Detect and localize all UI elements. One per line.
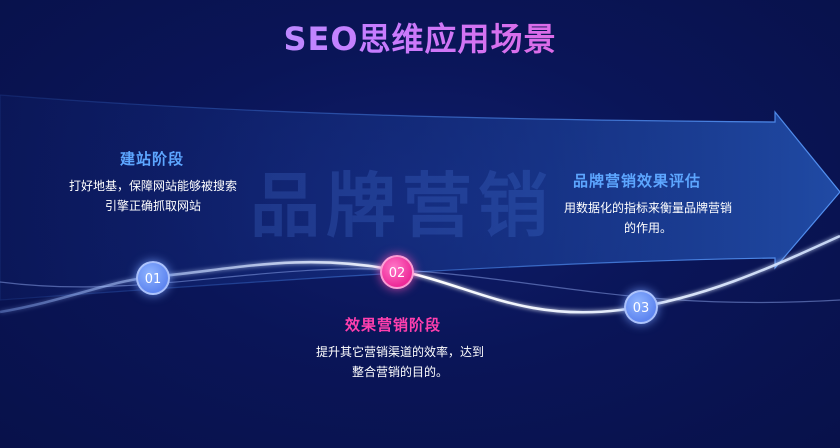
stage-2-marker: 02 [380, 255, 414, 289]
watermark-text: 品牌营销 [250, 165, 554, 247]
stage-1-marker: 01 [136, 261, 170, 295]
stage-3-description: 用数据化的指标来衡量品牌营销 的作用。 [548, 198, 748, 238]
stage-3-marker: 03 [624, 290, 658, 324]
stage-1-title: 建站阶段 [120, 150, 185, 168]
stage-1-desc-line: 打好地基，保障网站能够被搜索 [68, 179, 237, 193]
page-title: SEO思维应用场景 [0, 14, 840, 60]
stage-1-desc-line: 引擎正确抓取网站 [104, 199, 201, 213]
stage-3-desc-line: 的作用。 [623, 221, 672, 235]
stage-2-description: 提升其它营销渠道的效率，达到 整合营销的目的。 [300, 342, 500, 382]
stage-1-description: 打好地基，保障网站能够被搜索 引擎正确抓取网站 [58, 176, 248, 216]
stage-2-title: 效果营销阶段 [345, 316, 442, 334]
stage-3-title: 品牌营销效果评估 [573, 172, 702, 190]
stage-2-desc-line: 整合营销的目的。 [351, 365, 448, 379]
stage-3-desc-line: 用数据化的指标来衡量品牌营销 [563, 201, 732, 215]
stage-2-desc-line: 提升其它营销渠道的效率，达到 [315, 345, 484, 359]
progress-arrow [0, 94, 840, 301]
